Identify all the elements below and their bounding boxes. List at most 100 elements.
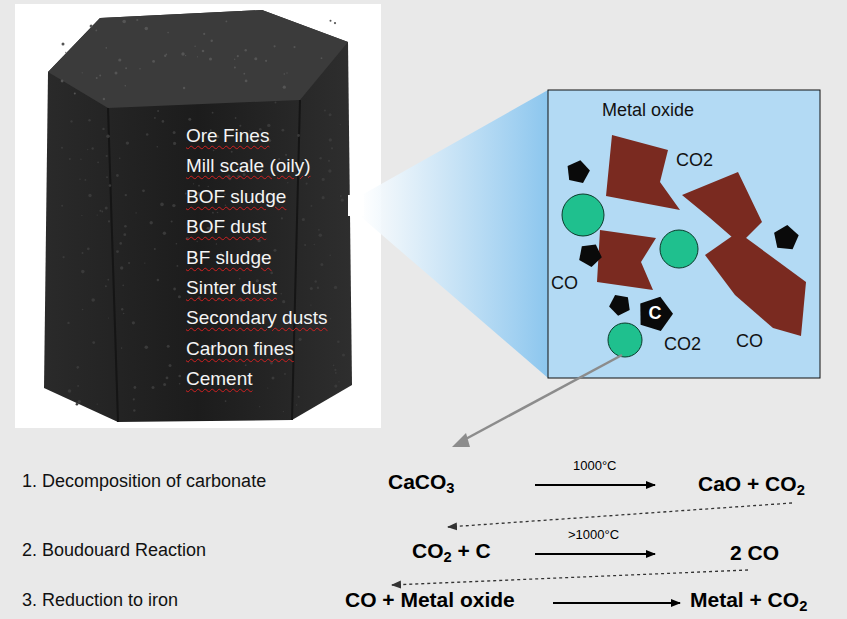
- texture-speck: [306, 183, 308, 185]
- texture-speck: [293, 46, 295, 48]
- texture-speck: [203, 33, 205, 35]
- texture-speck: [315, 280, 317, 282]
- texture-speck: [103, 98, 105, 100]
- texture-speck: [322, 178, 325, 181]
- texture-speck: [179, 383, 181, 385]
- texture-speck: [116, 174, 119, 177]
- material-item: Carbon fines: [186, 338, 294, 361]
- particle-label: C: [649, 303, 662, 325]
- texture-speck: [186, 237, 189, 240]
- texture-speck: [97, 161, 99, 163]
- texture-speck: [167, 32, 169, 34]
- briquette-top: [48, 10, 348, 108]
- texture-speck: [61, 80, 64, 83]
- photo-ground: [15, 4, 381, 428]
- texture-speck: [340, 124, 341, 125]
- formula: CO2 + C: [412, 538, 491, 563]
- texture-speck: [99, 210, 101, 212]
- texture-speck: [109, 184, 112, 187]
- formula: CaO + CO2: [698, 471, 805, 496]
- texture-speck: [164, 55, 166, 57]
- texture-speck: [181, 52, 184, 55]
- texture-speck: [338, 381, 339, 382]
- texture-speck: [69, 158, 71, 160]
- texture-speck: [267, 387, 268, 388]
- texture-speck: [311, 205, 313, 207]
- oxide-particle: [597, 230, 656, 290]
- briquette-edge: [108, 108, 118, 422]
- texture-speck: [105, 206, 108, 209]
- texture-speck: [237, 55, 239, 57]
- texture-speck: [334, 385, 337, 388]
- texture-speck: [77, 367, 78, 368]
- texture-speck: [97, 214, 98, 215]
- texture-speck: [135, 212, 136, 213]
- texture-speck: [78, 400, 81, 403]
- texture-speck: [337, 340, 340, 343]
- texture-speck: [212, 112, 214, 114]
- texture-speck: [92, 341, 95, 344]
- texture-speck: [119, 158, 121, 160]
- carbon-particle: C: [637, 295, 673, 331]
- material-item: BF sludge: [186, 247, 272, 270]
- texture-speck: [173, 131, 176, 134]
- texture-speck: [245, 364, 247, 366]
- texture-speck: [61, 147, 63, 149]
- texture-speck: [123, 313, 125, 315]
- texture-speck: [108, 317, 109, 318]
- texture-speck: [116, 250, 119, 253]
- texture-speck: [329, 113, 332, 116]
- texture-speck: [132, 321, 135, 324]
- texture-speck: [330, 20, 332, 22]
- oxide-particle: [606, 135, 680, 210]
- gas-label: CO2: [676, 150, 713, 172]
- texture-speck: [298, 396, 300, 398]
- texture-speck: [76, 403, 79, 406]
- texture-speck: [185, 55, 186, 56]
- texture-speck: [280, 293, 282, 295]
- leader-arrow: [462, 355, 622, 441]
- texture-speck: [67, 322, 69, 324]
- formula: Metal + CO2: [690, 587, 807, 612]
- texture-speck: [252, 299, 253, 300]
- material-item: BOF sludge: [186, 186, 286, 209]
- texture-speck: [134, 386, 137, 389]
- briquette-edge: [292, 100, 300, 420]
- texture-speck: [321, 57, 323, 59]
- texture-speck: [211, 40, 213, 42]
- texture-speck: [79, 179, 80, 180]
- texture-speck: [178, 375, 181, 378]
- texture-speck: [90, 25, 93, 28]
- reaction-arrow: [535, 553, 655, 555]
- texture-speck: [122, 20, 126, 24]
- texture-speck: [334, 369, 336, 371]
- texture-speck: [65, 52, 66, 53]
- texture-speck: [126, 141, 129, 144]
- texture-speck: [245, 80, 248, 83]
- carbon-particle: [774, 225, 799, 249]
- texture-speck: [96, 77, 98, 79]
- texture-speck: [328, 160, 330, 162]
- texture-speck: [145, 27, 149, 31]
- texture-speck: [106, 176, 108, 178]
- gas-label: CO2: [664, 334, 701, 356]
- texture-speck: [68, 389, 72, 393]
- texture-speck: [163, 383, 166, 386]
- texture-speck: [120, 266, 123, 269]
- texture-speck: [270, 272, 273, 275]
- texture-speck: [287, 182, 288, 183]
- texture-speck: [243, 73, 245, 75]
- texture-speck: [70, 120, 72, 122]
- texture-speck: [171, 220, 173, 222]
- zoom-wedge: [360, 90, 548, 378]
- briquette: Ore FinesMill scale (oily)BOF sludgeBOF …: [40, 10, 355, 422]
- texture-speck: [125, 67, 127, 69]
- texture-speck: [335, 372, 337, 374]
- texture-speck: [88, 119, 90, 121]
- texture-speck: [274, 45, 276, 47]
- texture-speck: [123, 233, 126, 236]
- texture-speck: [85, 179, 87, 181]
- texture-speck: [176, 243, 178, 245]
- texture-speck: [259, 406, 260, 407]
- texture-speck: [240, 298, 243, 301]
